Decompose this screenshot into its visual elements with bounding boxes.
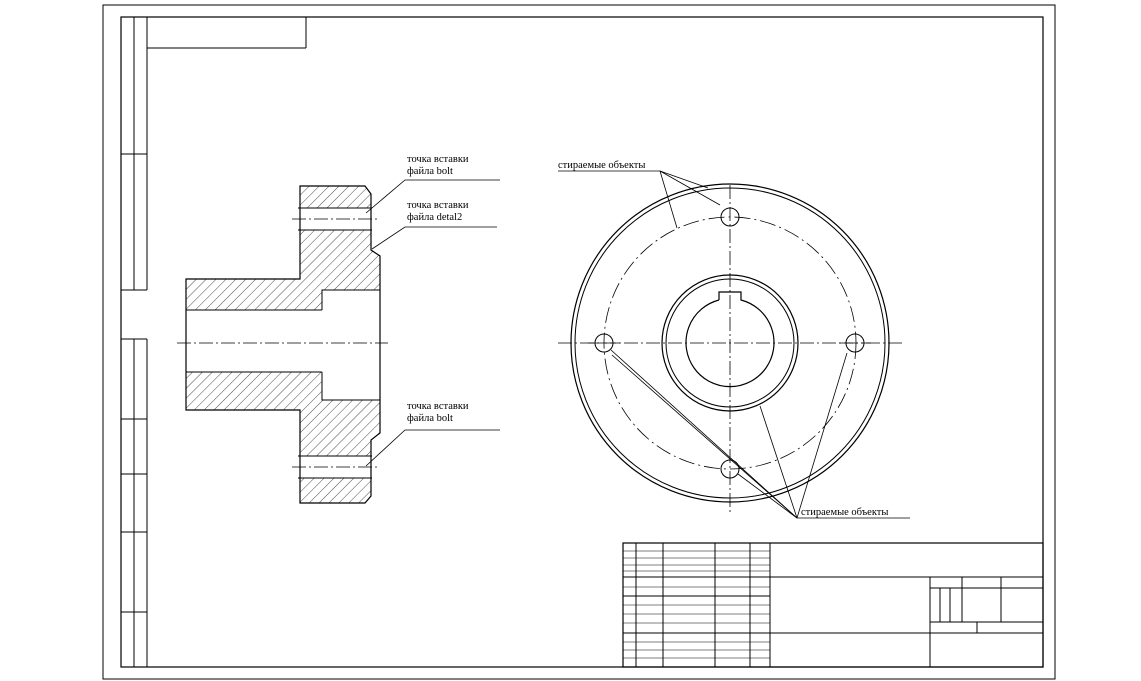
label-line: файла bolt bbox=[407, 166, 453, 177]
side-section-view bbox=[177, 179, 500, 504]
section-hatch-bottom bbox=[186, 372, 380, 503]
section-hatch-top bbox=[186, 186, 380, 310]
label-line: точка вставки bbox=[407, 154, 469, 165]
label-line: файла bolt bbox=[407, 413, 453, 424]
label-line: точка вставки bbox=[407, 200, 469, 211]
outer-frame bbox=[102, 4, 1056, 680]
label-line: точка вставки bbox=[407, 401, 469, 412]
label-erase-objects-bottom: стираемые объекты bbox=[801, 507, 889, 518]
top-left-box bbox=[147, 17, 307, 49]
label-insert-bolt-bottom: точка вставки файла bolt bbox=[407, 401, 469, 425]
label-erase-objects-top: стираемые объекты bbox=[558, 160, 646, 171]
title-block bbox=[622, 542, 1044, 668]
label-insert-bolt-top: точка вставки файла bolt bbox=[407, 154, 469, 178]
front-view bbox=[558, 170, 910, 519]
label-insert-detail2: точка вставки файла detal2 bbox=[407, 200, 469, 224]
inner-frame bbox=[120, 16, 1044, 668]
label-line: файла detal2 bbox=[407, 212, 463, 223]
left-margin-strips bbox=[121, 16, 148, 667]
